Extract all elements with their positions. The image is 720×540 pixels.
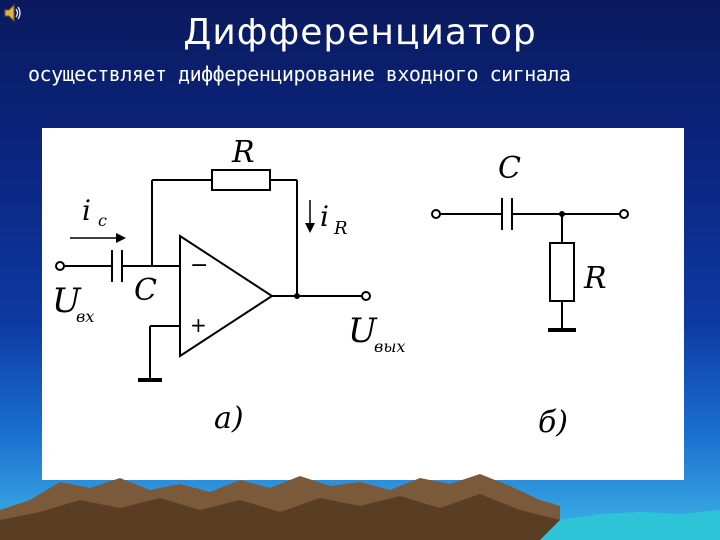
label-ic: i: [82, 194, 91, 227]
input-terminal: [55, 261, 65, 271]
diagram-a: [55, 169, 371, 382]
output-terminal: [361, 291, 371, 301]
label-c: C: [134, 273, 157, 308]
speaker-icon[interactable]: [2, 2, 24, 24]
op-amp-plus: +: [190, 313, 207, 337]
label-uin-sub: вх: [76, 307, 94, 326]
label-b-r: R: [583, 261, 607, 296]
label-uout: U: [348, 311, 378, 351]
op-amp: [179, 234, 274, 358]
label-r: R: [231, 135, 255, 170]
label-ir: i: [320, 200, 329, 233]
label-ir-sub: R: [333, 218, 348, 239]
circuit-panel: R C i c i R U вх U вых − + а) C R б): [42, 128, 684, 480]
b-input-terminal: [431, 209, 441, 219]
label-uout-sub: вых: [374, 337, 405, 356]
label-uin: U: [52, 281, 82, 321]
resistor-r: [211, 169, 271, 191]
mountains-decoration: [0, 474, 720, 540]
circuit-diagrams: R C i c i R U вх U вых − + а) C R б): [52, 135, 629, 440]
label-ic-sub: c: [98, 211, 107, 230]
caption-a: а): [214, 401, 244, 436]
diagram-b: [431, 198, 629, 332]
label-b-c: C: [498, 151, 521, 186]
op-amp-minus: −: [190, 253, 208, 278]
output-node: [294, 293, 300, 299]
caption-b: б): [538, 405, 568, 440]
slide-subtitle: осуществляет дифференцирование входного …: [28, 62, 571, 86]
b-node: [559, 211, 565, 217]
slide-title: Дифференциатор: [183, 12, 537, 53]
b-output-terminal: [619, 209, 629, 219]
b-resistor: [549, 242, 575, 302]
